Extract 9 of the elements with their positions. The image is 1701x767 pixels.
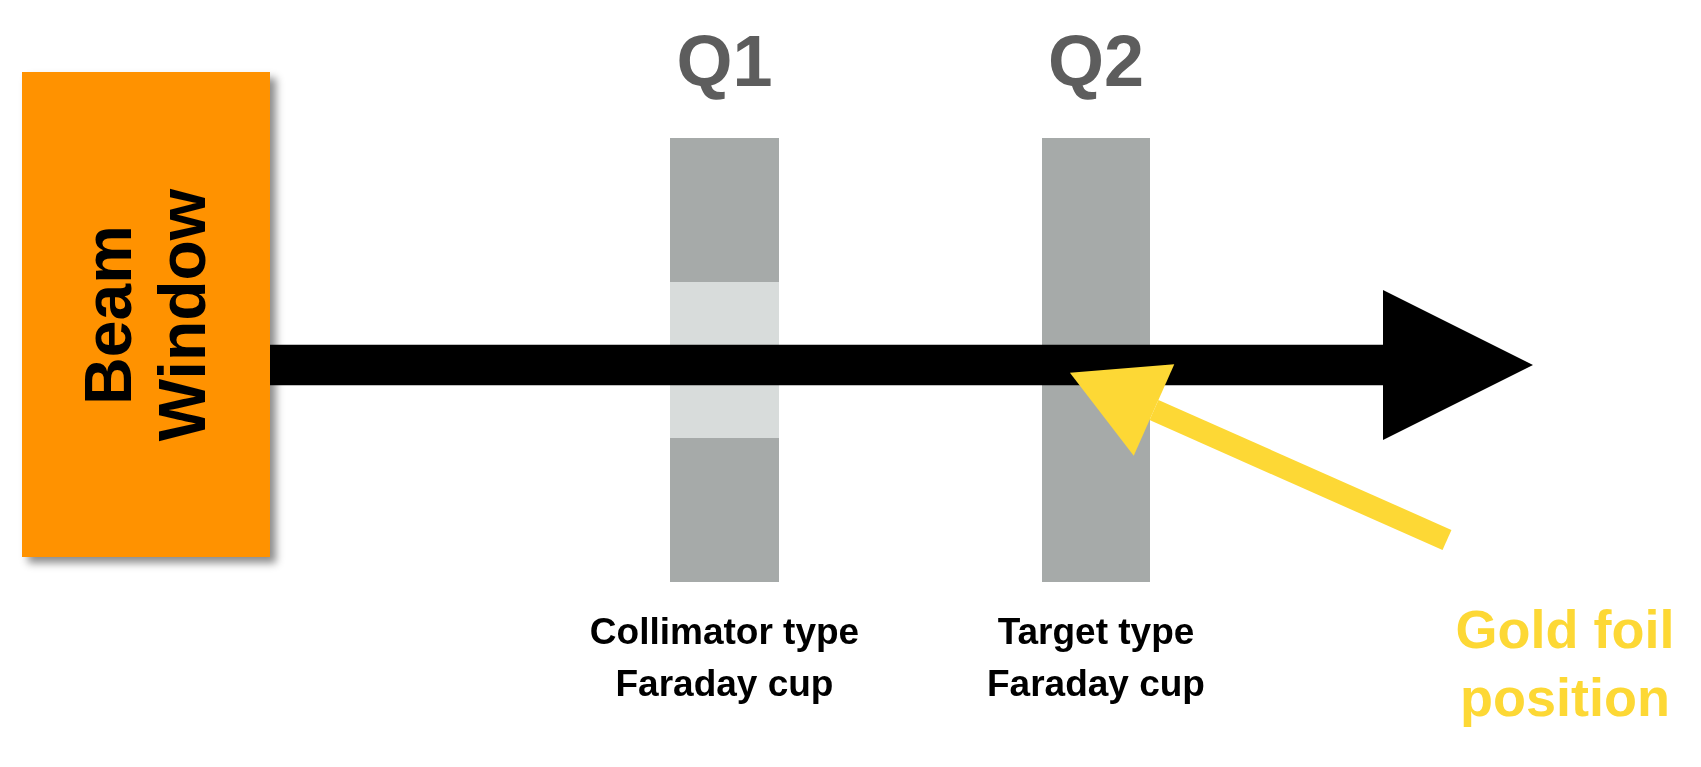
cup-label: Q2 — [1048, 20, 1144, 102]
callout-text: Gold foil position — [1430, 596, 1700, 732]
beam-arrow — [270, 290, 1533, 440]
beam-window-box — [22, 72, 270, 557]
cup-label: Q1 — [676, 20, 773, 102]
beam-window-label: Beam Window — [72, 187, 220, 443]
cup-caption: Target type Faraday cup — [986, 610, 1206, 706]
pointer-arrow — [1069, 364, 1452, 551]
cup-caption: Collimator type Faraday cup — [588, 610, 861, 706]
